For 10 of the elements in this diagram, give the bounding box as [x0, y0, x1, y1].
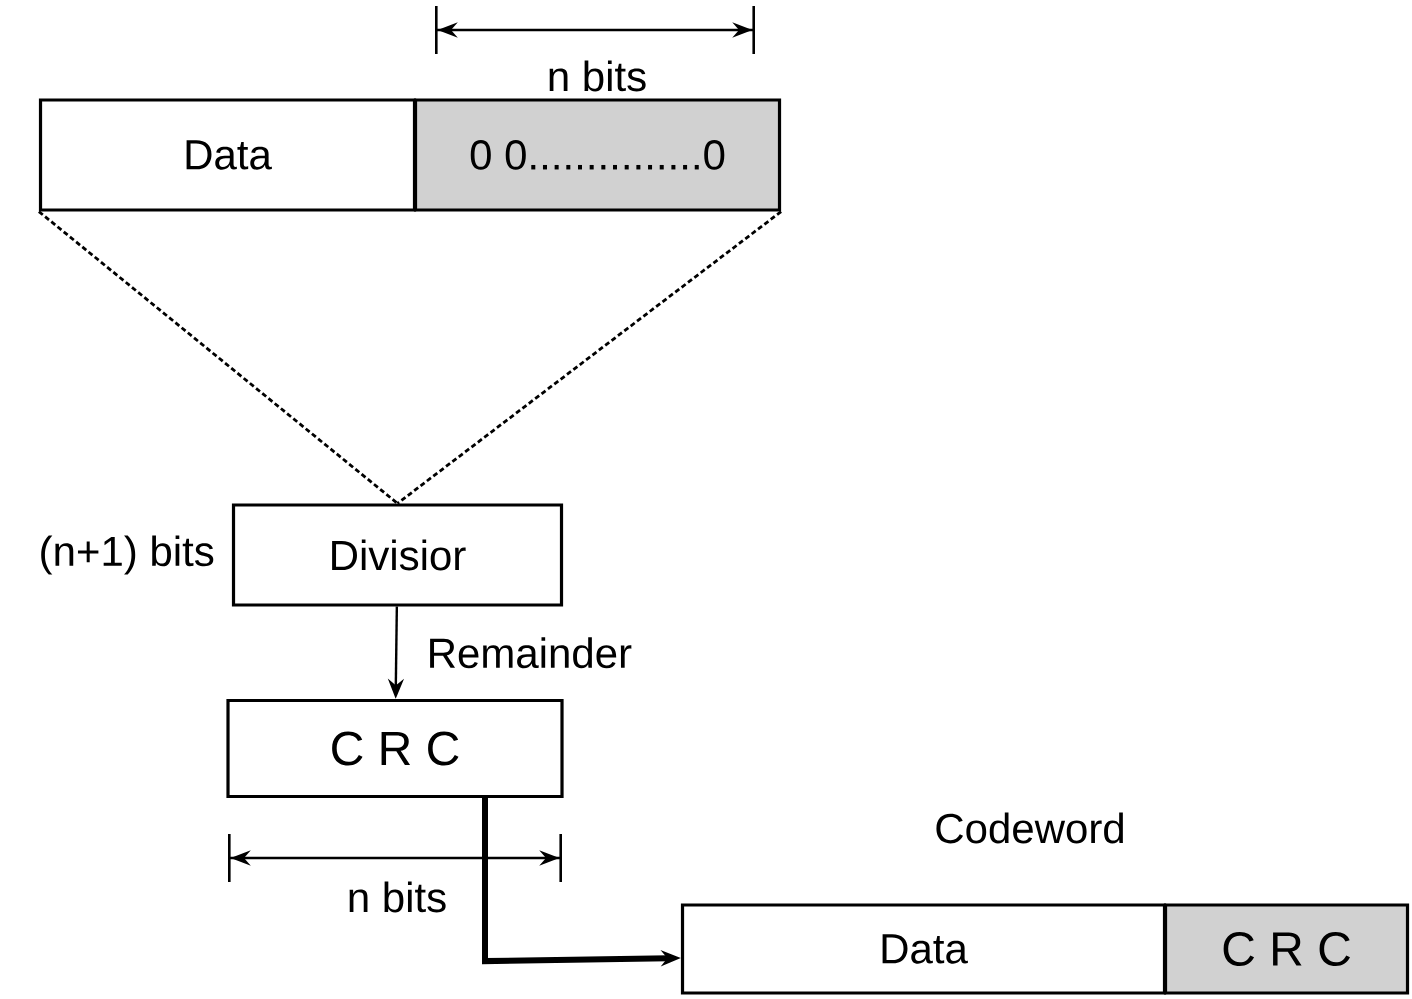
divisor-box: Divisior: [231, 503, 564, 607]
codeword-label: Codeword: [936, 812, 1123, 844]
dimension-label: n bits: [349, 881, 446, 913]
crc-field: C R C: [1163, 903, 1410, 995]
crc-box: C R C: [226, 698, 564, 799]
data-field: Data: [680, 903, 1167, 995]
edge-label: Remainder: [430, 637, 632, 669]
padding-field: 0 0...............0: [413, 98, 782, 212]
side-label: (n+1) bits: [41, 535, 214, 575]
data-field: Data: [38, 98, 417, 212]
